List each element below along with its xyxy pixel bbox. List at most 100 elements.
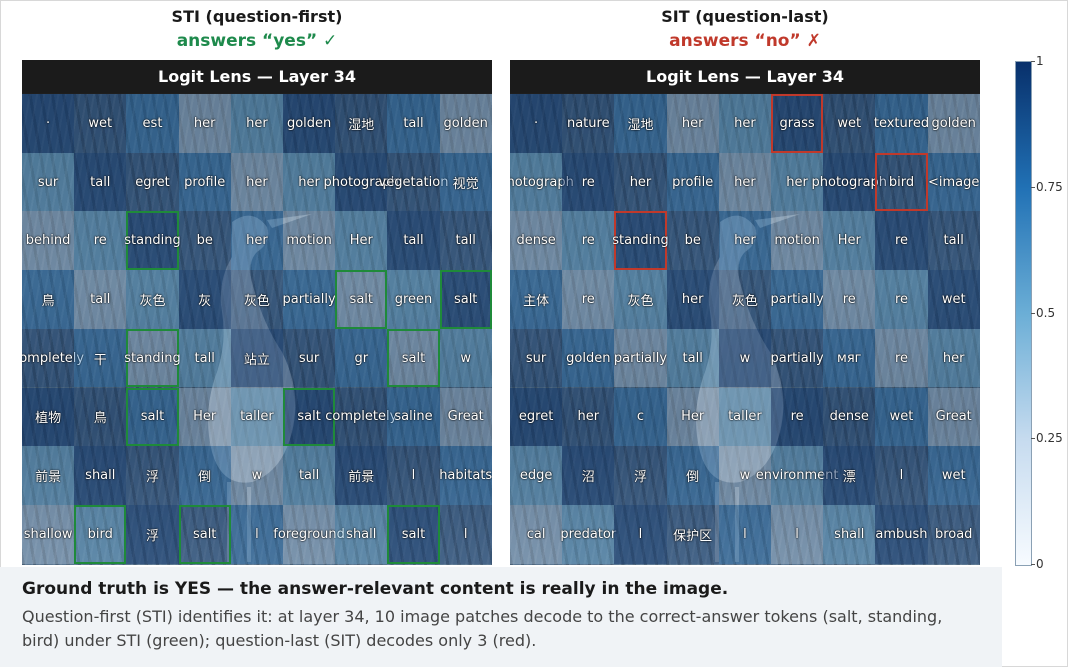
right-token-cell: re xyxy=(875,270,928,329)
right-token-cell: re xyxy=(562,152,615,212)
heron-silhouette-image xyxy=(696,214,800,562)
left-token-cell: salt xyxy=(387,504,440,564)
right-token-cell: photograph xyxy=(812,152,887,212)
left-token-cell: salt xyxy=(126,387,179,447)
left-token-cell: 灰色 xyxy=(126,270,179,329)
colorbar-tick-mark xyxy=(1031,564,1035,565)
right-token-cell: 灰色 xyxy=(718,270,771,329)
right-token-cell: wet xyxy=(875,387,928,447)
right-token-cell: tall xyxy=(666,328,719,388)
right-token-cell: 浮 xyxy=(614,446,667,505)
right-token-cell: wet xyxy=(927,270,980,329)
right-token-cell: sur xyxy=(510,328,563,388)
left-token-cell: tall xyxy=(74,270,127,329)
colorbar-tick-mark xyxy=(1031,438,1035,440)
left-token-cell: 站立 xyxy=(230,328,283,388)
left-token-cell: taller xyxy=(230,387,283,447)
caption-body: Question-first (STI) identifies it: at l… xyxy=(22,607,943,650)
left-token-cell: wet xyxy=(74,94,127,153)
right-token-cell: shall xyxy=(823,504,876,564)
left-token-cell: tall xyxy=(439,211,492,271)
left-token-cell: salt xyxy=(283,387,336,447)
right-token-cell: her xyxy=(718,211,771,271)
left-token-cell: shall xyxy=(74,446,127,505)
left-token-cell: 灰色 xyxy=(230,270,283,329)
right-token-cell: photograph xyxy=(510,152,574,212)
left-token-cell: 干 xyxy=(74,328,127,388)
right-token-cell: partially xyxy=(771,270,824,329)
left-token-cell: 浮 xyxy=(126,504,179,564)
right-token-cell: c xyxy=(614,387,667,447)
right-token-cell: re xyxy=(562,211,615,271)
left-token-cell: l xyxy=(230,504,283,564)
right-token-cell: 灰色 xyxy=(614,270,667,329)
left-token-cell: est xyxy=(126,94,179,153)
colorbar-tick-mark xyxy=(1031,186,1035,188)
right-token-cell: l xyxy=(614,504,667,564)
left-token-cell: l xyxy=(387,446,440,505)
left-token-cell: w xyxy=(230,446,283,505)
left-token-cell: golden xyxy=(439,94,492,153)
left-token-cell: salt xyxy=(439,270,492,329)
left-token-cell: her xyxy=(178,94,231,153)
colorbar-tick-label: 0 xyxy=(1036,557,1044,571)
right-token-cell: environment xyxy=(756,446,839,505)
left-token-cell: photograph xyxy=(324,152,399,212)
right-token-cell: cal xyxy=(510,504,563,564)
left-token-cell: foreground xyxy=(273,504,345,564)
right-token-cell: profile xyxy=(666,152,719,212)
left-token-cell: w xyxy=(439,328,492,388)
left-token-cell: green xyxy=(387,270,440,329)
right-token-cell: l xyxy=(771,504,824,564)
left-token-cell: be xyxy=(178,211,231,271)
right-token-cell: egret xyxy=(510,387,563,447)
left-token-cell: salt xyxy=(335,270,388,329)
colorbar-tick-label: 0.75 xyxy=(1036,179,1063,194)
left-token-cell: bird xyxy=(74,504,127,564)
right-token-cell: motion xyxy=(771,211,824,271)
left-token-cell: 前景 xyxy=(22,446,75,505)
left-token-cell: 鳥 xyxy=(22,270,75,329)
right-panel-title: Logit Lens — Layer 34 xyxy=(510,60,980,93)
left-token-cell: 鳥 xyxy=(74,387,127,447)
right-token-cell: ambush xyxy=(875,504,928,564)
caption-headline: Ground truth is YES — the answer-relevan… xyxy=(22,579,729,599)
left-token-cell: 视觉 xyxy=(439,152,492,212)
right-token-cell: l xyxy=(718,504,771,564)
right-token-cell: partially xyxy=(614,328,667,388)
right-token-grid: ·nature湿地herhergrasswettexturedgoldenpho… xyxy=(510,94,980,565)
left-token-cell: re xyxy=(74,211,127,271)
right-token-cell: dense xyxy=(823,387,876,447)
colorbar-tick-mark xyxy=(1031,61,1035,62)
left-token-cell: standing xyxy=(124,328,181,388)
right-token-cell: re xyxy=(875,328,928,388)
right-token-cell: be xyxy=(666,211,719,271)
left-token-cell: 湿地 xyxy=(335,94,388,153)
left-token-cell: completely xyxy=(325,387,397,447)
right-token-cell: Her xyxy=(823,211,876,271)
left-token-cell: her xyxy=(230,94,283,153)
left-token-cell: behind xyxy=(22,211,75,271)
left-header: STI (question-first) answers “yes” ✓ xyxy=(22,0,492,51)
right-token-cell: tall xyxy=(927,211,980,271)
left-token-cell: standing xyxy=(124,211,181,271)
right-token-cell: edge xyxy=(510,446,563,505)
left-token-cell: her xyxy=(230,211,283,271)
right-token-cell: · xyxy=(510,94,563,153)
right-token-cell: re xyxy=(823,270,876,329)
right-token-cell: her xyxy=(927,328,980,388)
right-token-cell: re xyxy=(562,270,615,329)
left-token-cell: l xyxy=(439,504,492,564)
right-token-cell: Great xyxy=(927,387,980,447)
right-token-cell: l xyxy=(875,446,928,505)
right-token-cell: her xyxy=(771,152,824,212)
left-token-cell: profile xyxy=(178,152,231,212)
left-token-cell: tall xyxy=(283,446,336,505)
left-token-cell: sur xyxy=(283,328,336,388)
left-heading: STI (question-first) xyxy=(171,7,343,26)
left-token-cell: Great xyxy=(439,387,492,447)
right-answer-label: answers “no” ✗ xyxy=(669,31,821,51)
left-token-cell: sur xyxy=(22,152,75,212)
right-token-cell: her xyxy=(666,270,719,329)
